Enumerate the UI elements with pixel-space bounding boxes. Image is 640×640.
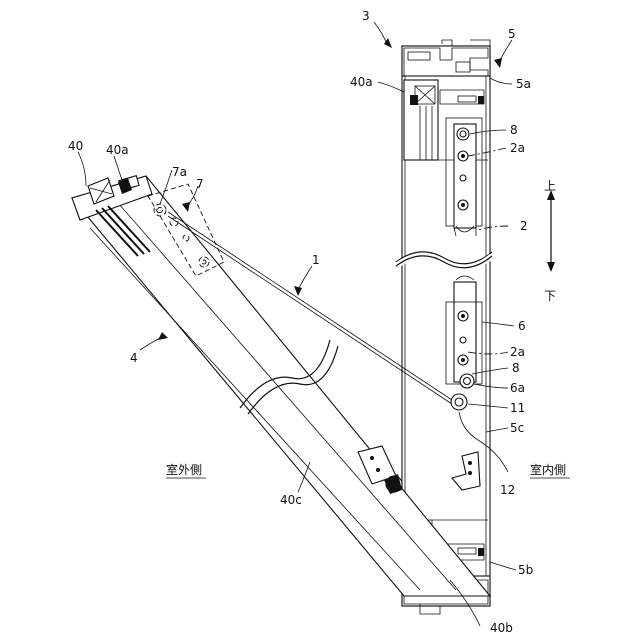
label-indoor: 室内側 [530, 462, 566, 477]
label-40a-right: 40a [350, 75, 373, 89]
label-6: 6 [518, 319, 526, 333]
label-8-top: 8 [510, 123, 518, 137]
label-7: 7 [196, 177, 204, 191]
label-4: 4 [130, 351, 138, 365]
label-2a-top: 2a [510, 141, 525, 155]
label-11: 11 [510, 401, 525, 415]
label-outdoor: 室外側 [166, 462, 202, 477]
label-40c: 40c [280, 493, 302, 507]
labels: 3 5 5a 40a 8 2a 2 上 下 40 40a 7a 7 1 6 2a… [68, 9, 566, 635]
label-up: 上 [544, 179, 556, 193]
label-12: 12 [500, 483, 515, 497]
label-1: 1 [312, 253, 320, 267]
label-2a-bot: 2a [510, 345, 525, 359]
label-5b: 5b [518, 563, 533, 577]
label-5a: 5a [516, 77, 531, 91]
label-40b: 40b [490, 621, 513, 635]
label-5: 5 [508, 27, 516, 41]
label-3: 3 [362, 9, 370, 23]
leader-lines [78, 22, 570, 626]
label-8-bot: 8 [512, 361, 520, 375]
frame-top-profile-5a [402, 40, 490, 76]
label-2: 2 [520, 219, 528, 233]
label-6a: 6a [510, 381, 525, 395]
label-40a-left: 40a [106, 143, 129, 157]
label-40: 40 [68, 139, 83, 153]
label-7a: 7a [172, 165, 187, 179]
label-down: 下 [544, 289, 556, 303]
label-5c: 5c [510, 421, 524, 435]
